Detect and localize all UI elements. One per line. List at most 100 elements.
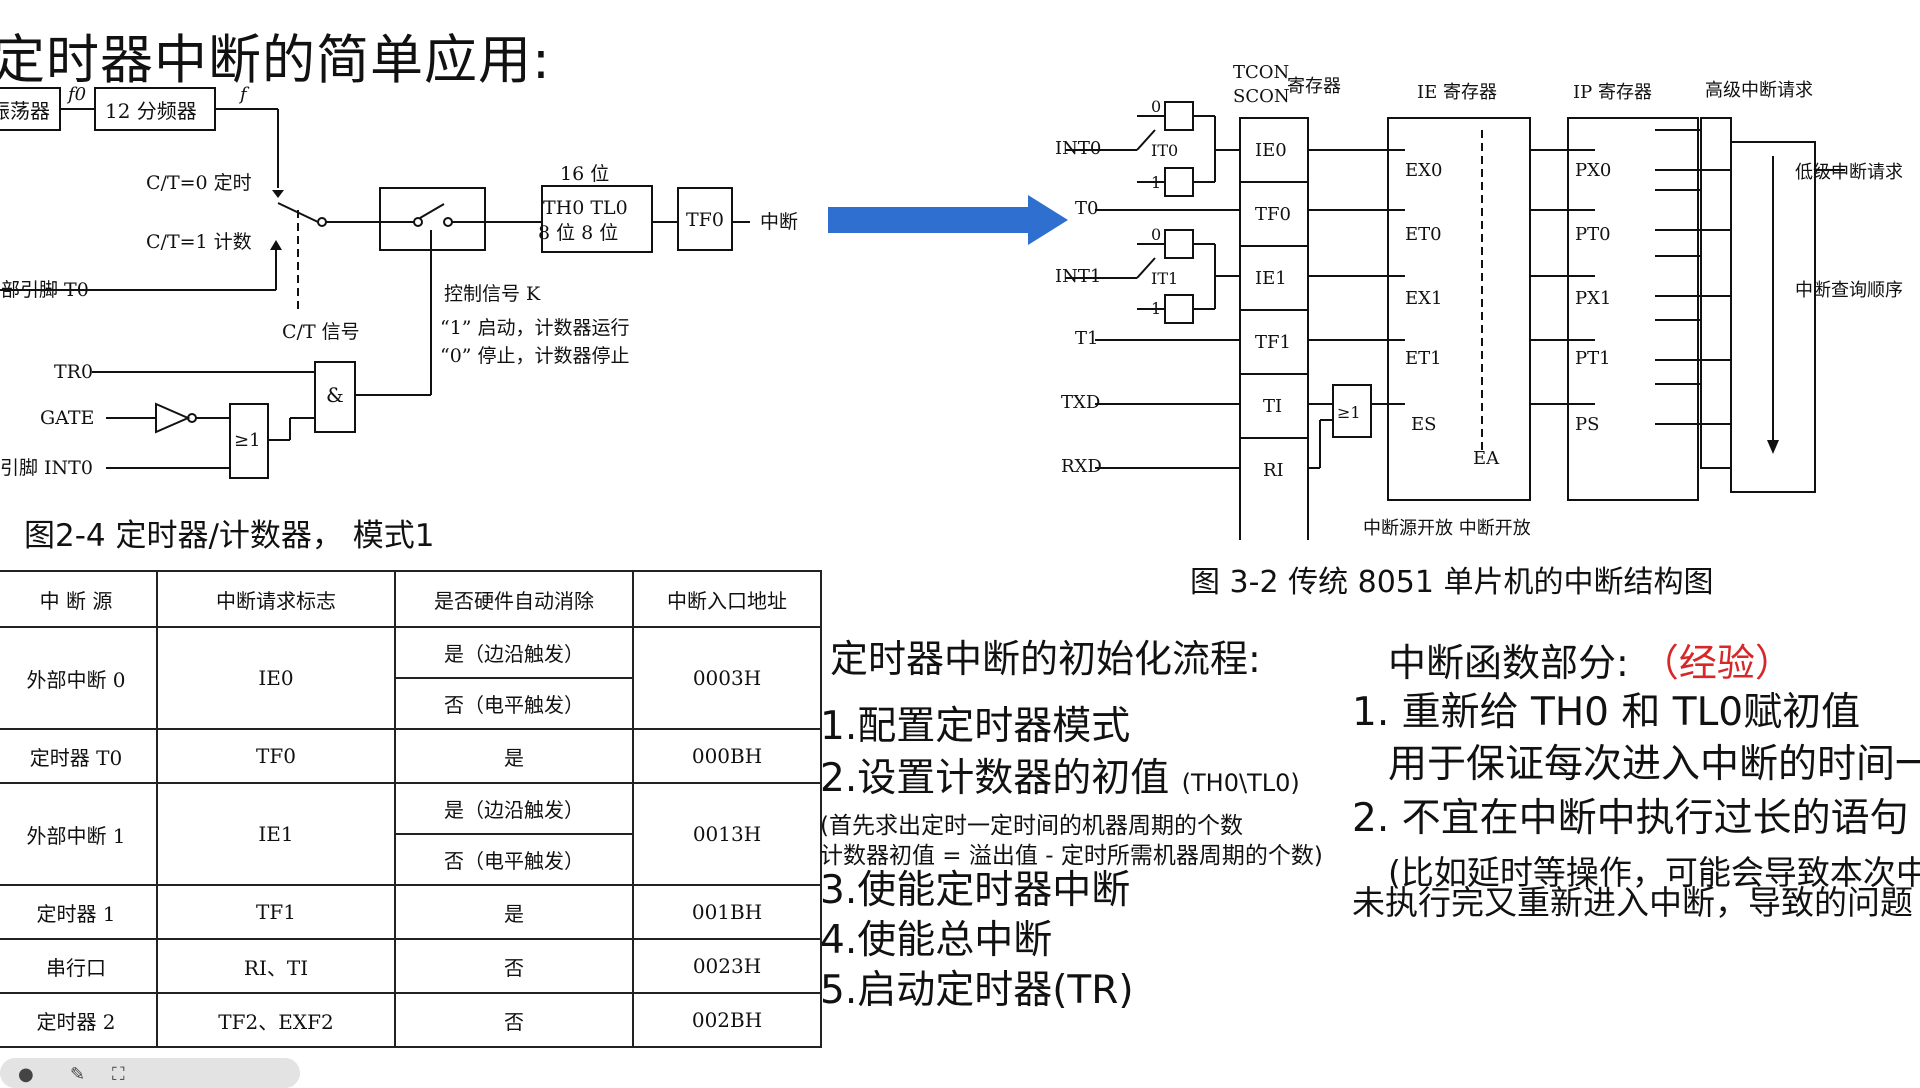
table-cell: 001BH	[632, 884, 822, 940]
int1-pin-label: INT1	[1055, 266, 1101, 287]
table-header-auto-clear: 是否硬件自动消除	[394, 570, 634, 628]
init-step-2-note: (TH0\TL0)	[1181, 769, 1300, 797]
fullscreen-icon[interactable]: ⛶	[112, 1064, 125, 1085]
init-step-2-text: 2.设置计数器的初值	[820, 756, 1170, 801]
f0-label: f0	[66, 84, 86, 105]
bits16-label: 16 位	[560, 163, 609, 185]
gate-label: GATE	[40, 407, 94, 429]
stop-label: “0” 停止，计数器停止	[440, 345, 630, 367]
table-cell: IE1	[156, 782, 396, 886]
table-row: 否（电平触发）	[0, 833, 821, 886]
int1-zero-label: 0	[1151, 225, 1161, 244]
f-label: f	[238, 84, 250, 105]
table-cell: 否（电平触发）	[394, 833, 634, 886]
table-cell: IE0	[156, 626, 396, 730]
int0-zero-label: 0	[1151, 97, 1161, 116]
ie-bit-ex1: EX1	[1405, 288, 1442, 309]
ie-reg-label: IE 寄存器	[1417, 82, 1497, 103]
isr-heading: 中断函数部分: （经验）	[1388, 632, 1793, 687]
interrupt-label: 中断	[760, 211, 798, 233]
table-cell: 0003H	[632, 626, 822, 730]
init-step-1: 1.配置定时器模式	[820, 704, 1131, 749]
init-step-5: 5.启动定时器(TR)	[820, 968, 1134, 1013]
flag-ie0: IE0	[1255, 140, 1287, 161]
flag-ie1: IE1	[1255, 268, 1287, 289]
divider-label: 12 分频器	[105, 99, 197, 123]
isr-heading-experience: （经验）	[1640, 641, 1793, 685]
right-diagram-caption: 图 3-2 传统 8051 单片机的中断结构图	[1190, 565, 1714, 600]
table-cell: TF1	[156, 884, 396, 940]
init-heading: 定时器中断的初始化流程:	[830, 637, 1261, 681]
and-gate-label: &	[326, 383, 344, 407]
ct-signal-label: C/T 信号	[282, 321, 360, 343]
pin-int0-label: 引脚 INT0	[0, 457, 93, 479]
flow-arrow-icon	[828, 195, 1068, 245]
th0tl0-label: TH0 TL0	[543, 197, 628, 219]
ip-bit-ps: PS	[1575, 414, 1599, 435]
or-gate-label: ≥1	[234, 430, 261, 451]
tf0-box-label: TF0	[686, 209, 724, 231]
ea-label: EA	[1473, 448, 1500, 469]
t0-pin-label: T0	[1075, 198, 1098, 219]
ip-reg-label: IP 寄存器	[1573, 82, 1652, 103]
interrupt-structure-diagram: INT0 T0 INT1 T1 TXD RXD 0 1 0 1 IT0 IT1 …	[1055, 62, 1903, 540]
int1-one-label: 1	[1151, 299, 1161, 318]
init-step-3: 3.使能定时器中断	[820, 868, 1131, 913]
init-step-2-sub1: (首先求出定时一定时间的机器周期的个数	[820, 813, 1243, 839]
interrupt-table: 中 断 源 中断请求标志 是否硬件自动消除 中断入口地址 外部中断 0 IE0 …	[0, 570, 822, 1048]
table-cell: 串行口	[0, 938, 158, 994]
slide-title: 定时器中断的简单应用:	[0, 30, 551, 91]
table-row: 定时器 T0 TF0 是 000BH	[0, 728, 822, 784]
table-cell: 否（电平触发）	[394, 677, 634, 730]
table-cell: 是	[394, 728, 634, 784]
isr-item-1: 1. 重新给 TH0 和 TL0赋初值	[1352, 690, 1861, 735]
table-cell: 外部中断 0	[0, 626, 158, 730]
it1-label: IT1	[1151, 269, 1178, 288]
scon-label: SCON	[1233, 86, 1290, 107]
table-row: 定时器 2 TF2、EXF2 否 002BH	[0, 992, 822, 1048]
tr0-label: TR0	[54, 361, 93, 383]
table-row: 定时器 1 TF1 是 001BH	[0, 884, 822, 940]
table-row: 否（电平触发）	[0, 677, 821, 730]
table-header-source: 中 断 源	[0, 570, 158, 628]
high-req-label: 高级中断请求	[1705, 80, 1813, 101]
presenter-toolbar[interactable]	[0, 1058, 300, 1088]
txrx-or-gate: ≥1	[1337, 403, 1361, 422]
ip-bit-pt1: PT1	[1575, 348, 1611, 369]
pen-icon[interactable]: ✎	[70, 1064, 86, 1085]
bottom-label: 中断源开放 中断开放	[1363, 518, 1531, 539]
left-diagram-caption: 图2-4 定时器/计数器， 模式1	[24, 518, 435, 554]
table-row: 串行口 RI、TI 否 0023H	[0, 938, 822, 994]
record-icon[interactable]: ●	[18, 1064, 34, 1085]
table-cell: RI、TI	[156, 938, 396, 994]
table-cell: 否	[394, 938, 634, 994]
pin-t0-label: 外部引脚 T0	[0, 279, 89, 301]
table-cell: 是（边沿触发）	[394, 782, 634, 835]
int0-pin-label: INT0	[1055, 138, 1101, 159]
query-order-label: 中断查询顺序	[1795, 280, 1903, 301]
table-cell: 定时器 2	[0, 992, 158, 1048]
tcon-label: TCON	[1233, 62, 1289, 83]
control-k-label: 控制信号 K	[444, 283, 541, 305]
isr-heading-text: 中断函数部分:	[1388, 641, 1629, 685]
isr-item-2-sub1: (比如延时等操作，可能会导致本次中断	[1388, 853, 1920, 892]
table-cell: 000BH	[632, 728, 822, 784]
ie-bit-et1: ET1	[1405, 348, 1442, 369]
oscillator-label: 振荡器	[0, 99, 50, 123]
start-label: “1” 启动，计数器运行	[440, 317, 630, 339]
table-cell: 002BH	[632, 992, 822, 1048]
table-cell: 0013H	[632, 782, 822, 886]
table-header-flag: 中断请求标志	[156, 570, 396, 628]
ip-bit-pt0: PT0	[1575, 224, 1611, 245]
isr-item-2: 2. 不宜在中断中执行过长的语句	[1352, 796, 1909, 841]
table-cell: 是	[394, 884, 634, 940]
table-cell: 否	[394, 992, 634, 1048]
ie-bit-et0: ET0	[1405, 224, 1442, 245]
it0-label: IT0	[1151, 141, 1178, 160]
flag-ti: TI	[1263, 396, 1282, 417]
ie-bit-ex0: EX0	[1405, 160, 1442, 181]
init-step-2: 2.设置计数器的初值 (TH0\TL0)	[820, 754, 1300, 808]
table-cell: TF0	[156, 728, 396, 784]
t1-pin-label: T1	[1075, 328, 1098, 349]
init-step-4: 4.使能总中断	[820, 918, 1053, 963]
